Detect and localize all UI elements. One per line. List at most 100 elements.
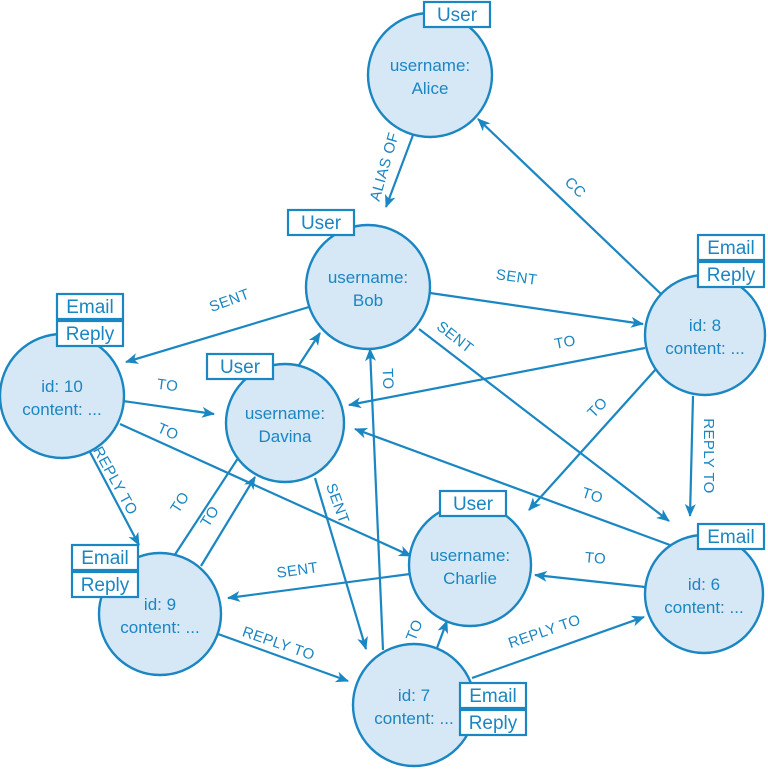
node-email10: id: 10 content: ... — [0, 332, 126, 460]
edge-to-email7-bob: TO — [365, 348, 396, 651]
node-circle-email7 — [351, 642, 477, 768]
edge-label-to: TO — [156, 376, 179, 395]
node-property-email6-0: id: 6 — [688, 575, 720, 594]
node-property-alice-0: username: — [390, 56, 470, 75]
node-email7: id: 7 content: ... — [351, 642, 477, 768]
node-property-email7-0: id: 7 — [398, 686, 430, 705]
node-label-box-reply-email10: Reply — [55, 319, 125, 348]
edge-to-email8-davina: TO — [348, 332, 646, 409]
label-box-text: Email — [81, 548, 129, 569]
node-property-email9-0: id: 9 — [144, 595, 176, 614]
node-label-box-user-charlie: User — [438, 489, 508, 518]
edge-label-to: TO — [197, 503, 223, 530]
node-label-box-email-email6: Email — [696, 522, 766, 551]
label-box-rect — [696, 233, 766, 262]
label-box-rect — [55, 292, 125, 321]
node-property-email10-1: content: ... — [22, 400, 101, 419]
edge-line — [313, 477, 368, 650]
edge-line — [435, 620, 449, 649]
edge-to-email9-davina: TO — [197, 476, 256, 567]
edge-line — [200, 476, 256, 567]
label-box-text: User — [437, 5, 478, 26]
label-box-rect — [696, 522, 766, 551]
edge-line — [119, 422, 412, 558]
node-email8: id: 8 content: ... — [643, 273, 767, 397]
label-box-text: Reply — [469, 713, 518, 734]
edge-label-to: TO — [403, 617, 427, 643]
label-box-rect — [70, 570, 140, 599]
node-property-email8-1: content: ... — [665, 339, 744, 358]
node-alice: username:Alice — [366, 11, 494, 139]
edge-label-reply-to: REPLY TO — [89, 444, 140, 518]
node-circle-davina — [224, 362, 346, 484]
edge-reply-to-email8-email6: REPLY TO — [684, 395, 717, 517]
edge-line — [125, 305, 310, 364]
node-circle-bob — [304, 223, 432, 351]
node-bob: username:Bob — [304, 223, 432, 351]
label-box-rect — [286, 208, 356, 237]
label-box-text: User — [220, 357, 261, 378]
edge-line — [348, 346, 646, 409]
edge-label-sent: SENT — [433, 318, 476, 357]
edge-reply-to-email10-email9: REPLY TO — [89, 444, 141, 546]
edge-to-email6-davina: TO — [354, 427, 671, 547]
label-box-text: Email — [707, 238, 755, 259]
edge-line — [471, 615, 645, 680]
node-property-bob-1: Bob — [353, 291, 383, 310]
node-property-email8-0: id: 8 — [689, 316, 721, 335]
edge-line — [354, 427, 671, 547]
edge-label-sent: SENT — [495, 266, 539, 289]
label-box-text: User — [453, 494, 494, 515]
node-circle-email10 — [0, 332, 126, 460]
label-box-text: Reply — [66, 324, 115, 345]
label-box-text: Reply — [81, 575, 130, 596]
label-box-rect — [55, 319, 125, 348]
edge-line — [429, 291, 644, 328]
node-label-box-reply-email9: Reply — [70, 570, 140, 599]
edge-label-reply-to: REPLY TO — [506, 611, 583, 652]
node-label-box-email-email7: Email — [458, 681, 528, 710]
label-box-rect — [458, 708, 528, 737]
edge-alias-of-alice-bob: ALIAS OF — [367, 130, 415, 208]
node-email6: id: 6content: ... — [643, 533, 765, 655]
edge-label-sent: SENT — [207, 286, 252, 316]
node-property-email10-0: id: 10 — [41, 377, 83, 396]
label-box-text: Email — [707, 527, 755, 548]
node-property-charlie-1: Charlie — [443, 569, 497, 588]
node-property-email7-1: content: ... — [374, 709, 453, 728]
node-property-email9-1: content: ... — [120, 618, 199, 637]
label-box-text: Email — [469, 686, 517, 707]
edge-line — [122, 399, 215, 418]
edge-line — [89, 451, 140, 546]
edge-reply-to-email7-email6: REPLY TO — [471, 611, 645, 680]
node-property-charlie-0: username: — [430, 546, 510, 565]
label-box-text: User — [301, 213, 342, 234]
label-box-rect — [458, 681, 528, 710]
edge-sent-bob-email8: SENT — [429, 266, 644, 328]
label-box-rect — [438, 489, 508, 518]
edge-to-email10-davina: TO — [122, 376, 215, 418]
edge-line — [534, 570, 646, 589]
edge-sent-davina-email7: SENT — [313, 477, 368, 650]
edge-label-to: TO — [584, 549, 607, 568]
node-property-davina-0: username: — [245, 404, 325, 423]
label-box-text: Reply — [707, 265, 756, 286]
edge-line — [684, 395, 696, 517]
edge-line — [217, 632, 349, 683]
node-circle-charlie — [407, 502, 533, 628]
node-label-box-email-email8: Email — [696, 233, 766, 262]
node-circle-email6 — [643, 533, 765, 655]
edge-line — [528, 368, 657, 511]
node-circle-email8 — [643, 273, 767, 397]
edge-reply-to-email9-email7: REPLY TO — [217, 623, 349, 683]
node-property-davina-1: Davina — [259, 427, 312, 446]
node-circle-alice — [366, 11, 494, 139]
edge-label-to: TO — [167, 489, 193, 516]
node-davina: username: Davina — [224, 362, 346, 484]
edge-line — [365, 348, 385, 651]
label-box-rect — [696, 260, 766, 289]
edge-label-sent: SENT — [276, 559, 320, 582]
